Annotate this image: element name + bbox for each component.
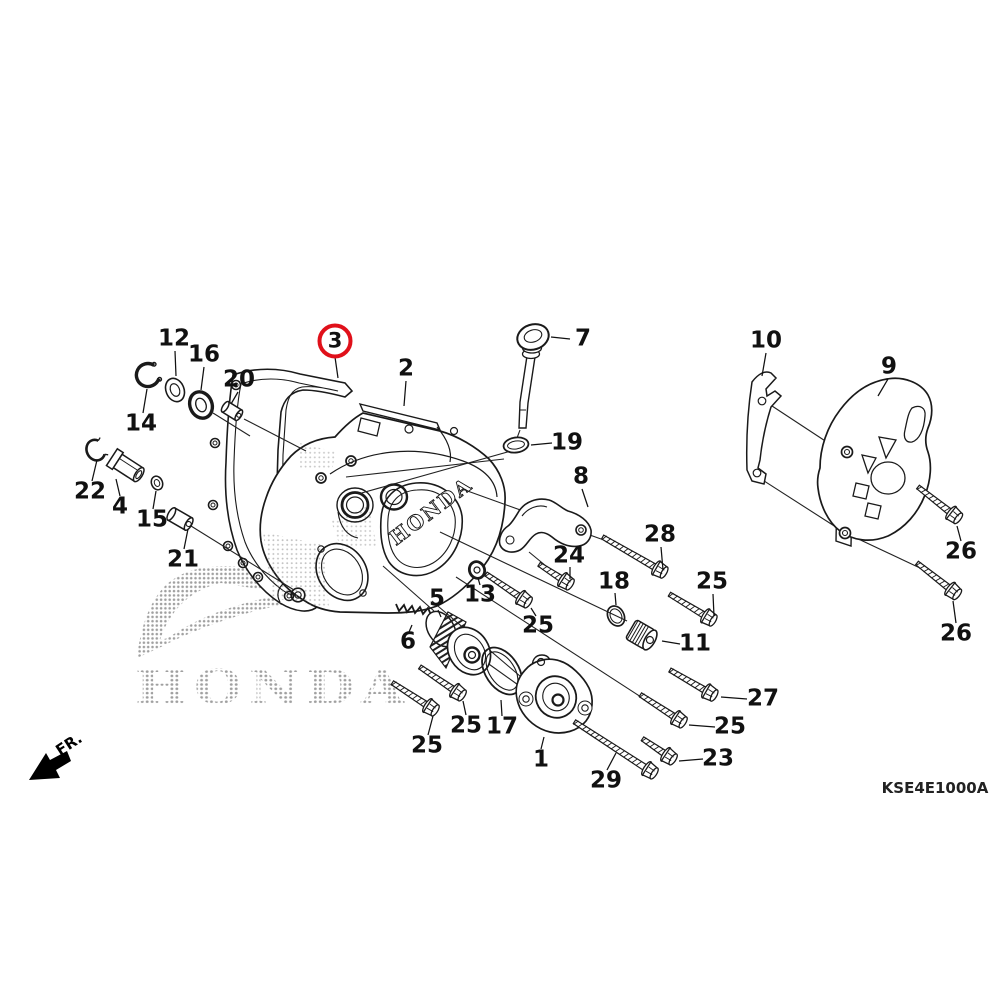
collar-part-21	[166, 506, 194, 532]
callout-part-9[interactable]: 9	[880, 353, 898, 380]
bracket-part-8	[498, 498, 592, 553]
o-ring-part-19	[502, 436, 530, 454]
second-bore	[379, 483, 409, 511]
callout-part-13[interactable]: 13	[463, 581, 497, 608]
sprocket-guard-part-9	[816, 377, 933, 547]
plug-part-11	[625, 619, 658, 651]
callout-part-25[interactable]: 25	[410, 732, 444, 759]
callout-part-5[interactable]: 5	[428, 585, 446, 612]
arrow-icon	[29, 751, 71, 780]
washer-part-13	[467, 560, 487, 580]
fr-label: FR.	[52, 729, 85, 759]
bolt-27	[665, 662, 721, 705]
callout-part-25[interactable]: 25	[521, 612, 555, 639]
callout-part-29[interactable]: 29	[589, 767, 623, 794]
crankcase-cover-part-2: HONDA	[259, 402, 506, 614]
fr-direction-arrow: FR.	[29, 729, 85, 780]
washer-part-15	[150, 475, 164, 491]
callout-part-15[interactable]: 15	[135, 506, 169, 533]
bolt-23	[637, 731, 681, 769]
filter-cover-part-1	[515, 654, 593, 734]
callout-part-25[interactable]: 25	[713, 713, 747, 740]
callout-part-6[interactable]: 6	[399, 628, 417, 655]
callout-part-25[interactable]: 25	[449, 712, 483, 739]
callout-part-4[interactable]: 4	[111, 493, 129, 520]
callout-part-27[interactable]: 27	[746, 685, 780, 712]
callout-part-10[interactable]: 10	[749, 327, 783, 354]
callout-part-8[interactable]: 8	[572, 463, 590, 490]
snap-ring-part-22	[85, 437, 109, 462]
callout-part-14[interactable]: 14	[124, 410, 158, 437]
callout-part-19[interactable]: 19	[550, 429, 584, 456]
circlip-part-14	[134, 361, 163, 389]
callout-part-11[interactable]: 11	[678, 630, 712, 657]
leader-lines	[91, 336, 962, 771]
callout-part-26[interactable]: 26	[939, 620, 973, 647]
callout-part-17[interactable]: 17	[485, 713, 519, 740]
callout-part-1[interactable]: 1	[532, 746, 550, 773]
callout-part-12[interactable]: 12	[157, 325, 191, 352]
callout-part-26[interactable]: 26	[944, 538, 978, 565]
callout-part-16[interactable]: 16	[187, 341, 221, 368]
bolt-25-e	[635, 687, 691, 732]
callout-part-25[interactable]: 25	[695, 568, 729, 595]
oil-seal-part-16	[187, 390, 215, 420]
o-ring-part-18	[606, 605, 626, 627]
shaft-part-4	[105, 447, 145, 483]
callout-part-24[interactable]: 24	[552, 542, 586, 569]
drawing-code: KSE4E1000A	[882, 779, 989, 797]
callout-part-22[interactable]: 22	[73, 478, 107, 505]
honda-watermark-text: HONDA	[135, 659, 411, 716]
callout-part-18[interactable]: 18	[597, 568, 631, 595]
dipstick-part-7	[516, 323, 550, 429]
callout-part-2[interactable]: 2	[397, 355, 415, 382]
spring-part-6	[395, 603, 432, 616]
callout-part-20[interactable]: 20	[222, 366, 256, 393]
gasket-plate-part-10	[746, 371, 783, 485]
washer-part-12	[164, 377, 186, 403]
callout-part-7[interactable]: 7	[574, 325, 592, 352]
filler-bore	[336, 487, 374, 539]
oil-filter-rotor-part-5	[425, 610, 492, 676]
callout-part-21[interactable]: 21	[166, 546, 200, 573]
callout-part-28[interactable]: 28	[643, 521, 677, 548]
callout-part-3[interactable]: 3	[317, 323, 353, 359]
callout-part-23[interactable]: 23	[701, 745, 735, 772]
collar-part-20	[220, 400, 244, 422]
